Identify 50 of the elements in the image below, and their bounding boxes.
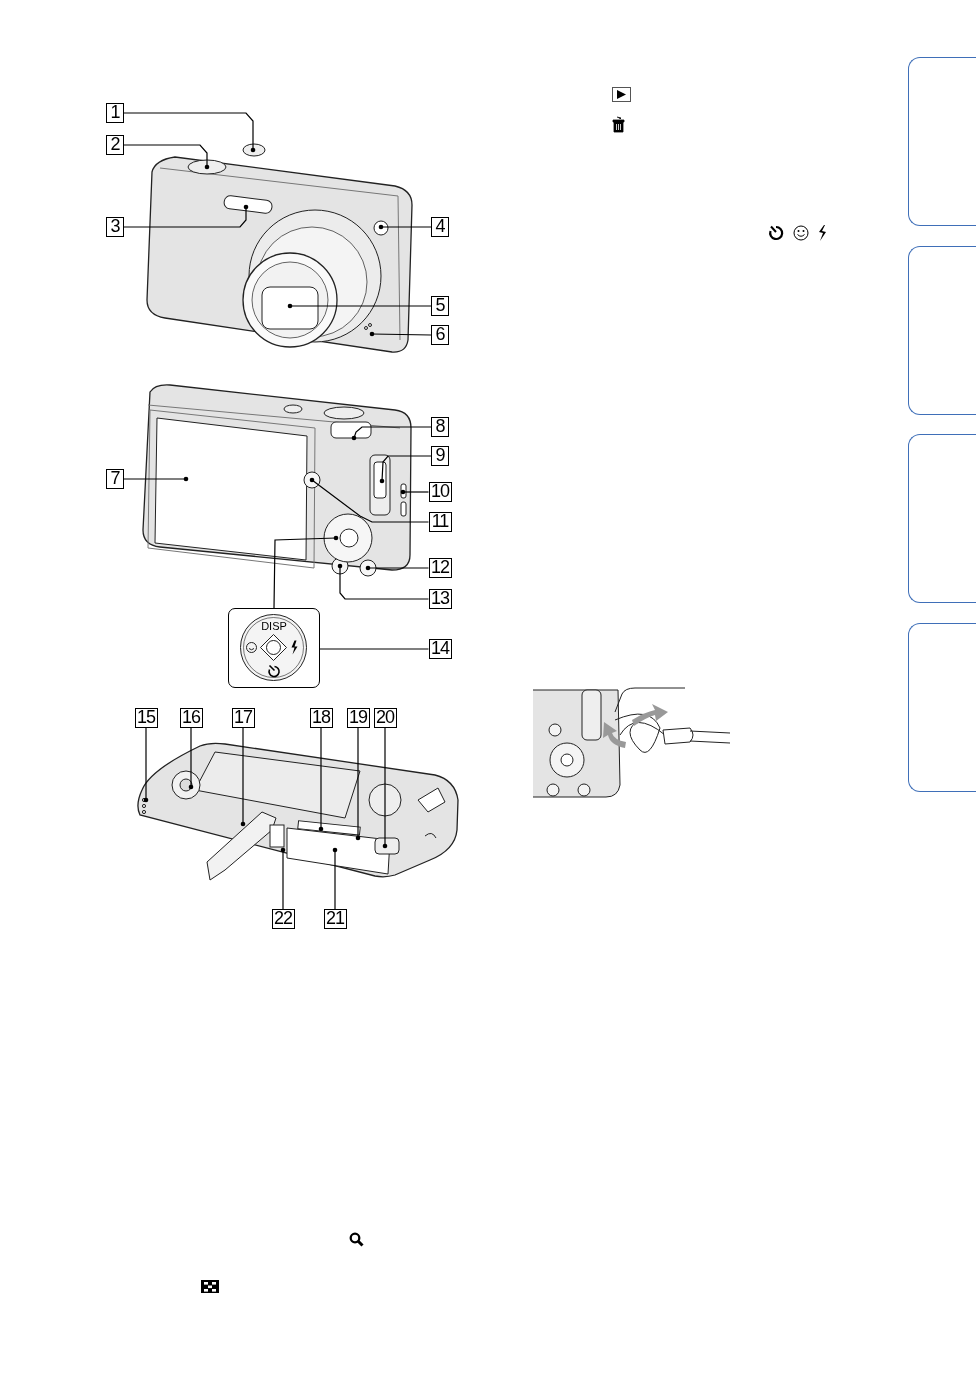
leader-line [123,204,249,228]
callout-number: 3 [106,217,124,237]
callout-number: 22 [271,909,295,929]
callout-number: 13 [428,589,452,609]
callout-number: 9 [431,446,449,466]
callout-number: 6 [431,325,449,345]
side-tab [908,434,976,603]
leader-line [332,847,338,910]
callout-number: 14 [428,639,452,659]
side-tab [908,57,976,226]
leader-line [123,144,210,170]
leader-line [273,535,339,609]
side-tab [908,246,976,415]
leader-line [287,303,432,309]
callout-number: 18 [309,708,333,728]
leader-line [378,224,432,230]
leader-line [369,331,432,337]
leader-line [337,563,430,600]
callout-number: 7 [106,469,124,489]
leader-line [123,112,256,153]
callout-number: 10 [428,482,452,502]
leader-line [240,727,246,827]
leader-line [351,426,432,441]
callout-number: 21 [323,909,347,929]
leader-line [319,648,430,650]
leader-line [188,727,194,790]
callout-number: 20 [373,708,397,728]
callout-number: 2 [106,135,124,155]
callout-number: 4 [431,217,449,237]
callout-number: 19 [346,708,370,728]
side-tab [908,623,976,792]
leader-line [318,727,324,832]
callout-number: 8 [431,417,449,437]
leader-line [365,565,430,571]
button-label: DISP [260,620,288,632]
leader-line [123,476,189,482]
callout-number: 12 [428,558,452,578]
callout-number: 1 [106,103,124,123]
leader-line [379,455,432,484]
leader-line [280,847,286,910]
callout-number: 11 [428,512,452,532]
callout-number: 16 [179,708,203,728]
leader-line [400,489,430,495]
leader-line [355,727,361,841]
leader-line [309,477,430,523]
callout-number: 15 [134,708,158,728]
callout-number: 5 [431,296,449,316]
callout-number: 17 [231,708,255,728]
leader-line [143,727,149,803]
leader-line [382,727,388,849]
